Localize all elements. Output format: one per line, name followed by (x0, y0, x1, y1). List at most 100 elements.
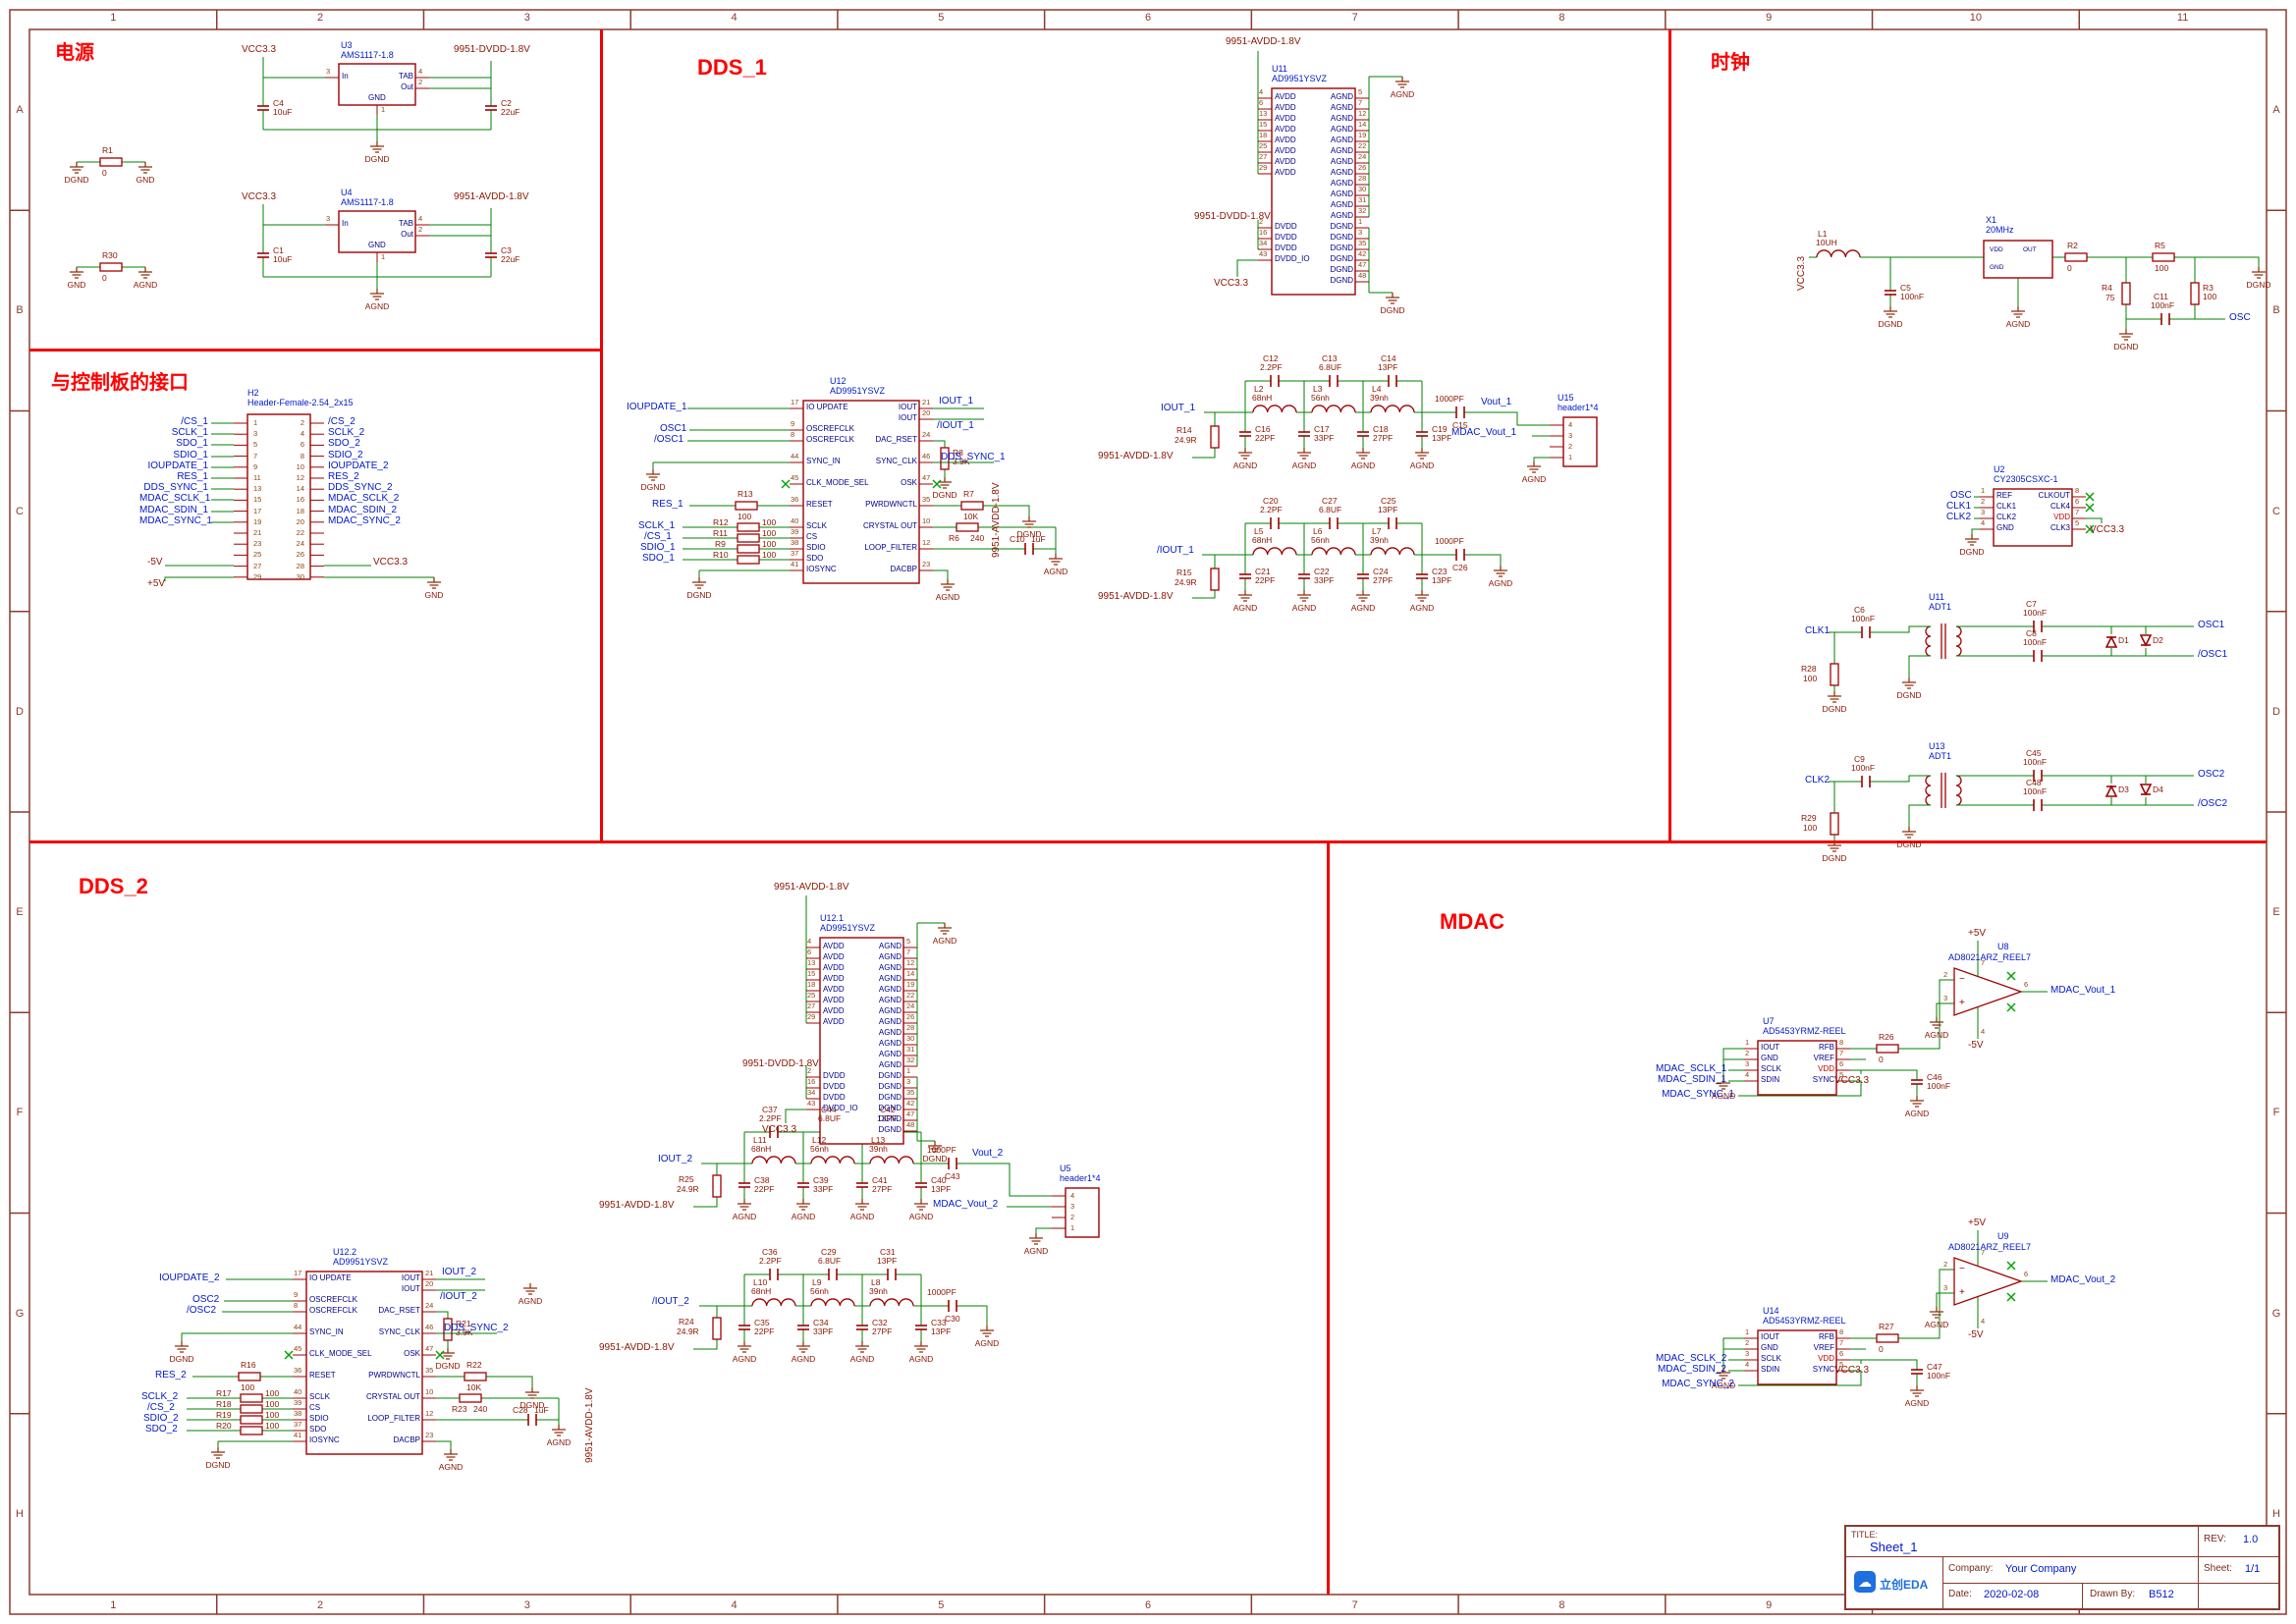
resistor-R26[interactable] (1876, 1044, 1899, 1054)
part-ref-L8[interactable]: L8 (871, 1277, 881, 1287)
wire[interactable] (1533, 457, 1550, 461)
part-ref-L7[interactable]: L7 (1372, 526, 1382, 536)
part-ref-R8[interactable]: R8 (953, 448, 963, 458)
ic-U7[interactable] (1757, 1040, 1837, 1096)
ic-U3[interactable] (338, 63, 416, 106)
ic-U12.1[interactable] (819, 937, 904, 1145)
header-U5[interactable] (1065, 1187, 1100, 1238)
part-ref-C5[interactable]: C5 (1900, 283, 1911, 293)
ground-label-AGND[interactable]: AGND (1232, 603, 1258, 613)
net-label-9951-AVDD-1.8V[interactable]: 9951-AVDD-1.8V (1098, 591, 1174, 602)
part-ref-C46[interactable]: C46 (1927, 1072, 1942, 1082)
connector-H2[interactable] (246, 413, 311, 580)
net-label-VCC3.3[interactable]: VCC3.3 (1796, 255, 1807, 291)
net-label-SDO_1[interactable]: SDO_1 (176, 438, 208, 449)
part-value-L2[interactable]: 68nH (1252, 393, 1273, 403)
net-label-IOUT_1[interactable]: IOUT_1 (939, 396, 974, 406)
part-ref-C18[interactable]: C18 (1373, 424, 1389, 434)
inductor-L3[interactable] (1311, 405, 1356, 413)
part-ref-R26[interactable]: R26 (1879, 1032, 1894, 1042)
ic-ref-U14[interactable]: U14 (1763, 1306, 1779, 1316)
part-value-L4[interactable]: 39nh (1370, 393, 1389, 403)
part-ref-C47[interactable]: C47 (1927, 1362, 1942, 1372)
part-ref-R6[interactable]: R6 (949, 533, 959, 543)
part-ref-L9[interactable]: L9 (812, 1277, 822, 1287)
resistor-R17[interactable] (240, 1393, 263, 1403)
net-label-OSC1[interactable]: OSC1 (660, 423, 687, 434)
part-value-C33[interactable]: 13PF (931, 1326, 952, 1336)
part-ref-C32[interactable]: C32 (872, 1318, 888, 1327)
part-value-C12[interactable]: 2.2PF (1260, 362, 1283, 372)
part-ref-C37[interactable]: C37 (762, 1105, 778, 1114)
part-ref-R3[interactable]: R3 (2203, 283, 2214, 293)
net-label-9951-AVDD-1.8V[interactable]: 9951-AVDD-1.8V (454, 191, 529, 202)
wire[interactable] (1878, 625, 1917, 633)
part-ref-R1[interactable]: R1 (102, 145, 113, 155)
part-ref-L12[interactable]: L12 (812, 1135, 827, 1145)
part-value-C9[interactable]: 100nF (1851, 763, 1876, 773)
ic-value-U4[interactable]: AMS1117-1.8 (341, 197, 394, 207)
header-ref-U5[interactable]: U5 (1060, 1164, 1071, 1173)
part-value-L11[interactable]: 68nH (751, 1144, 772, 1154)
part-value-R14[interactable]: 24.9R (1175, 435, 1197, 445)
part-ref-C14[interactable]: C14 (1381, 353, 1396, 363)
wire[interactable] (693, 1197, 718, 1208)
wire[interactable] (1908, 804, 1917, 827)
sheet-value[interactable]: 1/1 (2245, 1563, 2261, 1575)
ground-label-DGND[interactable]: DGND (2246, 280, 2271, 290)
transformer-U11[interactable] (1925, 625, 1932, 657)
ground-label-AGND[interactable]: AGND (1390, 89, 1415, 99)
part-value-L5[interactable]: 68nH (1252, 535, 1273, 545)
part-ref-C24[interactable]: C24 (1373, 567, 1389, 576)
ground-label-DGND[interactable]: DGND (205, 1460, 231, 1470)
net-label-OSC2[interactable]: OSC2 (2198, 769, 2225, 780)
part-value-R3[interactable]: 100 (2203, 292, 2217, 301)
resistor-R6[interactable] (956, 522, 979, 532)
ground-label-DGND[interactable]: DGND (64, 175, 89, 185)
part-value-C6[interactable]: 100nF (1851, 614, 1876, 623)
part-ref-C16[interactable]: C16 (1255, 424, 1271, 434)
ground-label-DGND[interactable]: DGND (932, 490, 957, 500)
ic-U11[interactable] (1271, 87, 1356, 296)
part-value-L8[interactable]: 39nh (869, 1286, 888, 1296)
net-label-RES_1[interactable]: RES_1 (652, 499, 683, 510)
ground-label-GND[interactable]: GND (424, 590, 444, 600)
diode-ref-D4[interactable]: D4 (2153, 785, 2163, 794)
part-value-C26[interactable]: 1000PF (1435, 536, 1464, 546)
part-ref-R5[interactable]: R5 (2155, 241, 2165, 250)
part-ref-L11[interactable]: L11 (753, 1135, 767, 1145)
part-value-C24[interactable]: 27PF (1373, 575, 1394, 585)
part-value-R26[interactable]: 0 (1879, 1055, 1884, 1064)
part-value-C18[interactable]: 27PF (1373, 433, 1394, 443)
net-label-VCC3.3[interactable]: VCC3.3 (373, 557, 409, 568)
part-value-C32[interactable]: 27PF (872, 1326, 893, 1336)
part-value-C10[interactable]: 1uF (1031, 534, 1046, 544)
ground-label-DGND[interactable]: DGND (1959, 547, 1985, 557)
ground-label-AGND[interactable]: AGND (908, 1354, 934, 1364)
ground-label-DGND[interactable]: DGND (1896, 839, 1922, 849)
part-value-R13[interactable]: 100 (738, 512, 752, 521)
opamp-ref-U9[interactable]: U9 (1997, 1231, 2009, 1241)
resistor-R24[interactable] (712, 1317, 722, 1340)
part-ref-L5[interactable]: L5 (1254, 526, 1264, 536)
resistor-R8[interactable] (940, 447, 950, 470)
inductor-L5[interactable] (1252, 547, 1297, 556)
wire[interactable] (933, 440, 946, 448)
net-label-9951-AVDD-1.8V[interactable]: 9951-AVDD-1.8V (991, 482, 1002, 558)
net-label-Vout_1[interactable]: Vout_1 (1481, 397, 1512, 407)
ground-label-AGND[interactable]: AGND (1291, 603, 1317, 613)
part-value-R23[interactable]: 240 (473, 1404, 488, 1414)
part-ref-L4[interactable]: L4 (1372, 384, 1382, 394)
part-value-C39[interactable]: 33PF (813, 1184, 834, 1194)
transformer-U13[interactable] (1955, 775, 1962, 806)
ground-label-AGND[interactable]: AGND (133, 280, 158, 290)
part-ref-C6[interactable]: C6 (1854, 605, 1865, 615)
net-label-+5V[interactable]: +5V (1968, 928, 1987, 939)
diode-ref-D3[interactable]: D3 (2118, 785, 2129, 794)
inductor-L6[interactable] (1311, 547, 1356, 556)
part-ref-R13[interactable]: R13 (738, 489, 753, 499)
part-value-C37[interactable]: 2.2PF (759, 1113, 782, 1123)
resistor-R25[interactable] (712, 1174, 722, 1198)
part-ref-R14[interactable]: R14 (1176, 425, 1192, 435)
net-label-DDS_SYNC_1[interactable]: DDS_SYNC_1 (143, 482, 208, 493)
